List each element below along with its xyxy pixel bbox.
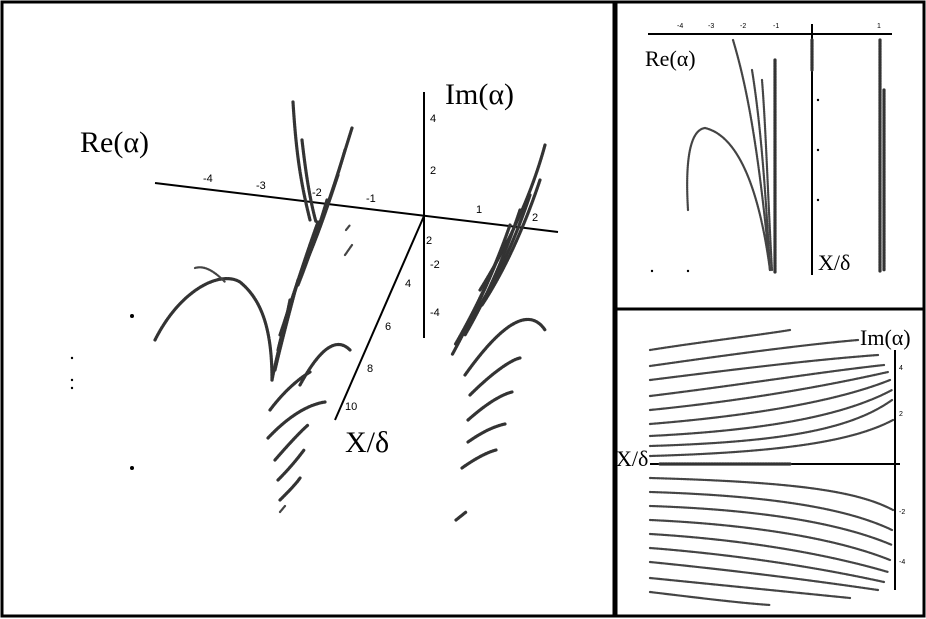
re-tick-label: -4 (677, 23, 683, 30)
im-tick-label: -2 (430, 259, 440, 271)
stray-dot (70, 356, 74, 360)
im-tick-label: 2 (430, 165, 436, 177)
x-axis-label: X/δ (818, 250, 850, 275)
re-tick-label: 2 (532, 212, 538, 224)
right-trajectory-cluster (450, 143, 547, 522)
im-tick-label: 4 (899, 365, 903, 372)
im-axis-label: Im(α) (445, 78, 514, 111)
stray-dot (130, 466, 134, 470)
stray-dot (650, 269, 654, 273)
stray-dot (130, 314, 134, 318)
lower-curves (648, 476, 895, 607)
stray-dot (686, 269, 690, 273)
x-axis-label: X/δ (616, 446, 648, 471)
im-axis-label: Im(α) (860, 325, 911, 350)
top-right-panel: -4 -3 -2 -1 1 Re(α) X/δ (645, 23, 892, 275)
re-tick-label: -1 (366, 193, 376, 205)
x-tick-label: 10 (345, 401, 357, 413)
re-tick-label: 1 (877, 23, 881, 30)
im-tick-label: -4 (430, 307, 440, 319)
re-axis (154, 182, 559, 233)
bottom-right-panel-border (614, 307, 926, 618)
stray-dot (70, 386, 74, 390)
bottom-right-panel: 4 2 -2 -4 Im(α) X/δ (616, 325, 911, 607)
re-tick-label: -3 (256, 180, 266, 192)
re-tick-label: -2 (740, 23, 746, 30)
stray-dot (70, 378, 74, 382)
x-axis (334, 215, 425, 421)
x-axis-label: X/δ (345, 426, 389, 459)
main-panel-border (0, 0, 616, 618)
stray-dot (816, 98, 820, 102)
re-tick-label: -3 (708, 23, 714, 30)
x-tick-label: 2 (426, 235, 432, 247)
re-tick-label: -2 (312, 187, 322, 199)
re-axis-label: Re(α) (645, 46, 696, 71)
left-trajectory-cluster (153, 100, 354, 514)
im-tick-label: -4 (899, 559, 905, 566)
re-tick-label: 1 (476, 204, 482, 216)
re-tick-label: -1 (773, 23, 779, 30)
x-tick-label: 6 (385, 321, 391, 333)
re-tick-label: -4 (203, 173, 213, 185)
upper-curves (648, 328, 895, 466)
x-tick-label: 4 (405, 278, 411, 290)
main-panel: -4 -3 -2 -1 1 2 4 2 -2 -4 2 4 6 8 10 Re(… (70, 78, 559, 522)
stray-dot (816, 148, 820, 152)
im-tick-label: 2 (899, 411, 903, 418)
im-tick-label: -2 (899, 509, 905, 516)
re-axis-label: Re(α) (80, 126, 149, 159)
x-tick-label: 8 (367, 363, 373, 375)
stray-dot (816, 198, 820, 202)
im-tick-label: 4 (430, 113, 436, 125)
